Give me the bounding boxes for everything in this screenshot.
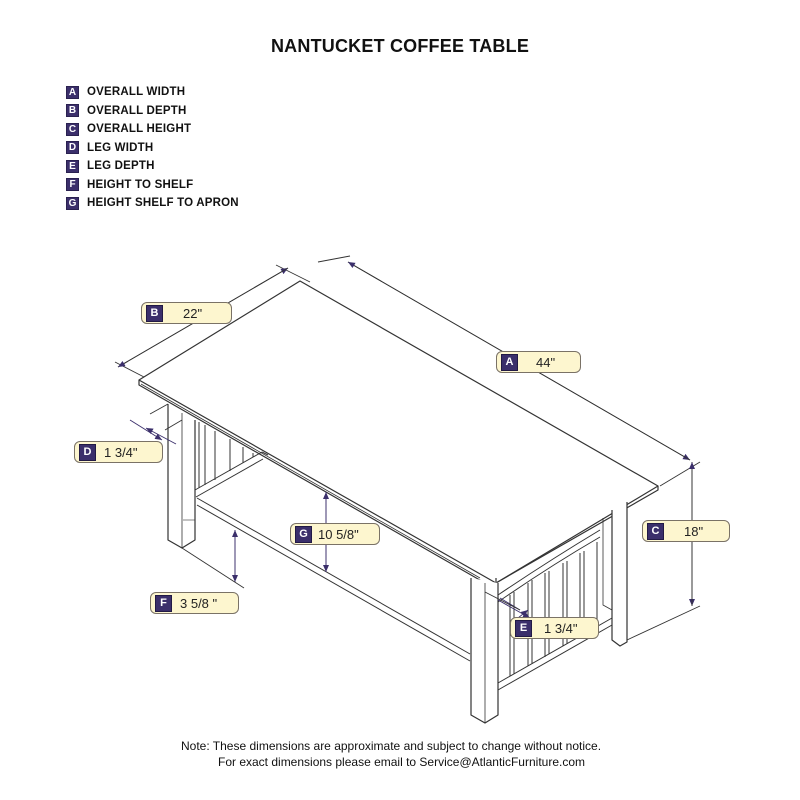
callout-overall-width: A 44" — [496, 351, 581, 373]
callout-value: 44" — [536, 354, 556, 370]
callout-height-to-shelf: F 3 5/8 " — [150, 592, 239, 614]
legend-item-overall-height: C OVERALL HEIGHT — [66, 120, 239, 139]
legend-item-height-to-shelf: F HEIGHT TO SHELF — [66, 176, 239, 195]
diagram-title: NANTUCKET COFFEE TABLE — [270, 36, 530, 56]
table-top — [138, 280, 659, 584]
callout-key-badge: F — [155, 594, 172, 612]
callout-overall-height: C 18" — [642, 520, 730, 542]
legend-label: OVERALL WIDTH — [87, 86, 186, 99]
note-line-1: Note: These dimensions are approximate a… — [181, 739, 602, 753]
callout-value: 1 3/4" — [544, 620, 578, 636]
legend-item-leg-depth: E LEG DEPTH — [66, 157, 239, 176]
legend-item-overall-width: A OVERALL WIDTH — [66, 83, 239, 102]
disclaimer-note: Note: These dimensions are approximate a… — [0, 739, 800, 770]
legend-label: LEG WIDTH — [87, 141, 154, 154]
callout-overall-depth: B 22" — [141, 302, 232, 324]
legend-item-overall-depth: B OVERALL DEPTH — [66, 102, 239, 121]
callout-value: 10 5/8" — [318, 526, 359, 542]
callout-height-shelf-to-apron: G 10 5/8" — [290, 523, 380, 545]
callout-key-badge: A — [501, 353, 518, 371]
callout-leg-depth: E 1 3/4" — [510, 617, 599, 639]
callout-key-badge: B — [146, 304, 163, 322]
callout-value: 22" — [183, 305, 203, 321]
legend-label: HEIGHT TO SHELF — [87, 178, 194, 191]
legend-label: HEIGHT SHELF TO APRON — [87, 197, 239, 210]
callout-value: 18" — [684, 523, 704, 539]
legend-key-badge: D — [66, 141, 79, 155]
callout-key-badge: G — [295, 525, 312, 543]
callout-leg-width: D 1 3/4" — [74, 441, 163, 463]
callout-key-badge: C — [647, 522, 664, 540]
callout-value: 3 5/8 " — [180, 595, 218, 611]
callout-key-badge: D — [79, 443, 96, 461]
legend-key-badge: E — [66, 159, 79, 173]
legend-key-badge: C — [66, 122, 79, 136]
legend-key-badge: B — [66, 104, 79, 118]
callout-key-badge: E — [515, 619, 532, 637]
legend-label: OVERALL HEIGHT — [87, 123, 192, 136]
dimension-legend: A OVERALL WIDTH B OVERALL DEPTH C OVERAL… — [66, 83, 239, 213]
legend-key-badge: G — [66, 196, 79, 210]
left-end-slats — [194, 420, 264, 498]
right-back-leg — [602, 502, 628, 647]
legend-item-leg-width: D LEG WIDTH — [66, 139, 239, 158]
note-line-2: For exact dimensions please email to Ser… — [218, 754, 585, 769]
callout-value: 1 3/4" — [104, 444, 138, 460]
legend-item-height-shelf-to-apron: G HEIGHT SHELF TO APRON — [66, 194, 239, 213]
legend-key-badge: A — [66, 85, 79, 99]
legend-key-badge: F — [66, 178, 79, 192]
legend-label: LEG DEPTH — [87, 160, 155, 173]
right-front-leg — [470, 578, 499, 724]
shelf — [196, 451, 471, 662]
legend-label: OVERALL DEPTH — [87, 104, 187, 117]
